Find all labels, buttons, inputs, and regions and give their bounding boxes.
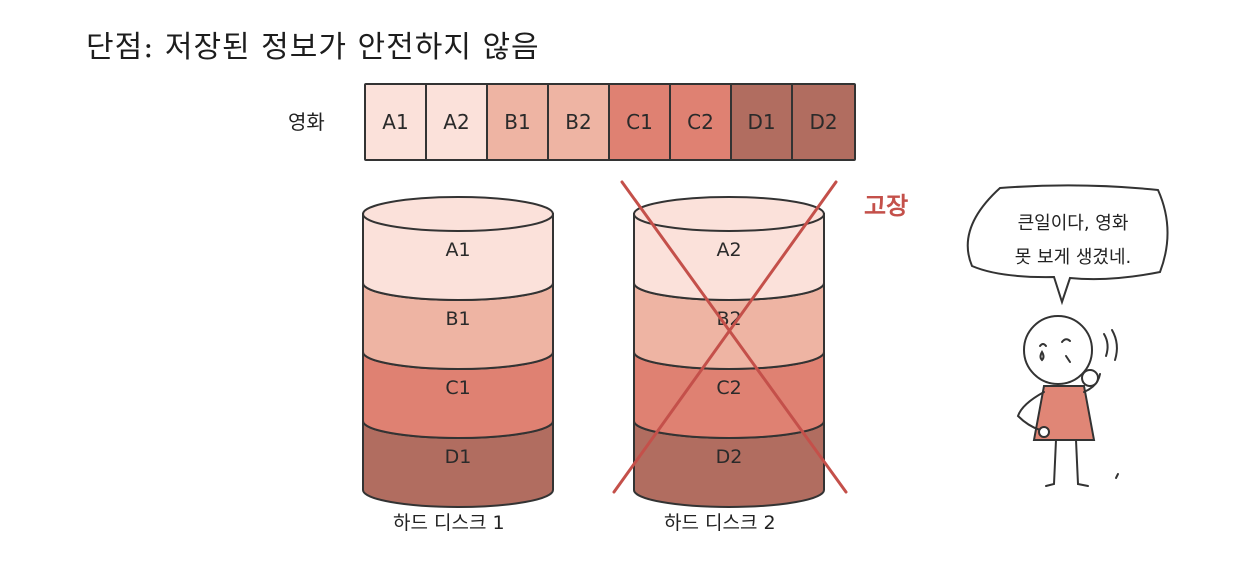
disk-2-layer-label: C2	[716, 377, 741, 399]
movie-block-c2: C2	[671, 85, 732, 159]
disk-2-layer-label: D2	[716, 446, 743, 468]
disk-2-layer-label: A2	[716, 239, 741, 261]
hard-disk-1: D1 C1 B1 A1	[362, 196, 554, 508]
movie-label: 영화	[288, 110, 325, 134]
disk-1-layer-label: B1	[445, 308, 470, 330]
disk-1-layer-label: D1	[445, 446, 472, 468]
disk-1-layer-a1: A1	[362, 196, 554, 301]
movie-block-b1: B1	[488, 85, 549, 159]
movie-block-a1: A1	[366, 85, 427, 159]
disk-1-layer-label: C1	[445, 377, 470, 399]
movie-block-b2: B2	[549, 85, 610, 159]
movie-block-strip: A1 A2 B1 B2 C1 C2 D1 D2	[364, 83, 856, 161]
disk-label-2: 하드 디스크 2	[664, 512, 776, 534]
worried-person-illustration	[1016, 315, 1119, 487]
failure-label: 고장	[864, 192, 909, 220]
person-dress	[1032, 385, 1096, 441]
speech-text: 큰일이다, 영화 못 보게 생겼네.	[988, 207, 1158, 275]
failure-cross-line	[620, 180, 848, 494]
movie-block-a2: A2	[427, 85, 488, 159]
failure-cross-line	[612, 180, 838, 494]
failure-cross-mark	[612, 180, 848, 494]
page-title: 단점: 저장된 정보가 안전하지 않음	[86, 30, 540, 65]
disk-2-layer-a2: A2	[633, 196, 825, 301]
movie-block-c1: C1	[610, 85, 671, 159]
movie-block-d1: D1	[732, 85, 793, 159]
speech-bubble	[966, 184, 1169, 306]
movie-block-d2: D2	[793, 85, 854, 159]
speech-line-2: 못 보게 생겼네.	[1014, 247, 1132, 268]
disk-1-layer-label: A1	[445, 239, 470, 261]
speech-line-1: 큰일이다, 영화	[1017, 213, 1129, 234]
disk-label-1: 하드 디스크 1	[393, 512, 505, 534]
